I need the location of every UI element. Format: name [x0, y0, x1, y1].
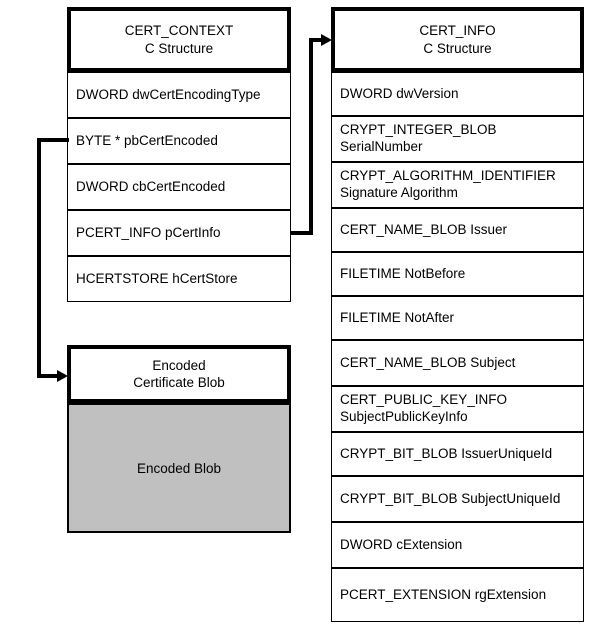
field-label: PCERT_INFO pCertInfo [76, 224, 221, 240]
field-label: PCERT_EXTENSION rgExtension [340, 586, 547, 602]
field-label: DWORD dwVersion [340, 85, 459, 101]
connector-pbcertencoded-segment-bottom [37, 374, 61, 378]
field-label: CRYPT_INTEGER_BLOB [340, 122, 497, 138]
field-label: CERT_PUBLIC_KEY_INFO [340, 392, 508, 408]
field-label: CERT_NAME_BLOB Issuer [340, 221, 508, 237]
field-label-2: SubjectPublicKeyInfo [340, 409, 468, 424]
cert-info-field-issueruniqueid: CRYPT_BIT_BLOB IssuerUniqueId [331, 432, 584, 476]
cert-info-field-serialnumber: CRYPT_INTEGER_BLOB SerialNumber [331, 116, 584, 162]
cert-info-field-notafter: FILETIME NotAfter [331, 296, 584, 340]
cert-context-header: CERT_CONTEXT C Structure [67, 7, 291, 72]
connector-pbcertencoded-segment-top [37, 138, 69, 142]
cert-context-field-pbcertencoded: BYTE * pbCertEncoded [67, 118, 291, 164]
cert-context-field-cbcertencoded: DWORD cbCertEncoded [67, 164, 291, 210]
field-label: BYTE * pbCertEncoded [76, 132, 218, 148]
connector-pbcertencoded-segment-vertical [37, 138, 41, 378]
field-label-2: SerialNumber [340, 139, 423, 154]
encoded-blob-body: Encoded Blob [67, 403, 291, 533]
cert-info-field-subjectpublickeyinfo: CERT_PUBLIC_KEY_INFO SubjectPublicKeyInf… [331, 386, 584, 432]
encoded-blob-title: Encoded [152, 357, 206, 373]
encoded-certificate-blob-header: Encoded Certificate Blob [67, 345, 291, 403]
cert-info-field-notbefore: FILETIME NotBefore [331, 252, 584, 296]
cert-info-header: CERT_INFO C Structure [331, 7, 584, 72]
cert-info-field-signature-algorithm: CRYPT_ALGORITHM_IDENTIFIER Signature Alg… [331, 162, 584, 208]
connector-pcertinfo-arrowhead-icon [321, 34, 332, 46]
field-label: CRYPT_ALGORITHM_IDENTIFIER [340, 168, 556, 184]
cert-context-title: CERT_CONTEXT [124, 23, 234, 39]
encoded-blob-subtitle: Certificate Blob [133, 375, 225, 390]
cert-info-field-cextension: DWORD cExtension [331, 522, 584, 568]
field-label: CRYPT_BIT_BLOB SubjectUniqueId [340, 490, 561, 506]
field-label: FILETIME NotBefore [340, 265, 466, 281]
cert-context-subtitle: C Structure [144, 40, 214, 56]
cert-info-field-dwversion: DWORD dwVersion [331, 72, 584, 116]
field-label: HCERTSTORE hCertStore [76, 270, 238, 286]
cert-context-field-hcertstore: HCERTSTORE hCertStore [67, 256, 291, 302]
cert-context-field-dwcertencodingtype: DWORD dwCertEncodingType [67, 72, 291, 118]
cert-info-field-issuer: CERT_NAME_BLOB Issuer [331, 208, 584, 252]
connector-pcertinfo-segment-vertical [309, 38, 313, 235]
field-label: DWORD cbCertEncoded [76, 178, 226, 194]
cert-info-field-rgextension: PCERT_EXTENSION rgExtension [331, 568, 584, 622]
field-label: FILETIME NotAfter [340, 309, 455, 325]
field-label-2: Signature Algorithm [340, 185, 458, 200]
field-label: CRYPT_BIT_BLOB IssuerUniqueId [340, 445, 553, 461]
connector-pcertinfo-segment-bottom [291, 231, 313, 235]
cert-info-title: CERT_INFO [419, 23, 496, 39]
encoded-blob-body-label: Encoded Blob [136, 460, 222, 476]
field-label: CERT_NAME_BLOB Subject [340, 354, 516, 370]
connector-pbcertencoded-arrowhead-icon [57, 370, 68, 382]
cert-context-field-pcertinfo: PCERT_INFO pCertInfo [67, 210, 291, 256]
cert-info-field-subjectuniqueid: CRYPT_BIT_BLOB SubjectUniqueId [331, 476, 584, 522]
field-label: DWORD cExtension [340, 536, 463, 552]
cert-info-field-subject: CERT_NAME_BLOB Subject [331, 340, 584, 386]
field-label: DWORD dwCertEncodingType [76, 86, 261, 102]
connector-pcertinfo-segment-top [309, 38, 325, 42]
cert-info-subtitle: C Structure [423, 40, 492, 56]
